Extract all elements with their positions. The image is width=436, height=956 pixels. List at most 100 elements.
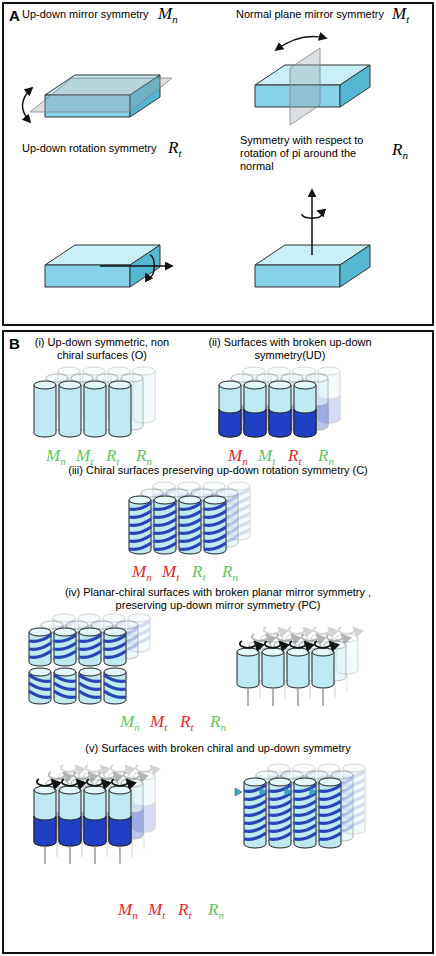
rotation-axis [100, 265, 172, 267]
helix-stripe [79, 651, 101, 657]
cylinder-top [154, 496, 176, 504]
cylinder-body [219, 385, 241, 437]
symmetry-symbol: Rn [392, 140, 408, 165]
cylinder-top [269, 778, 291, 786]
figure-group [29, 628, 126, 666]
spin-arrow [327, 634, 343, 641]
helix-stripe [129, 511, 151, 517]
caption-text: (iv) Planar-chiral surfaces with broken … [40, 586, 396, 612]
helix-stripe [178, 497, 200, 503]
helix-tip [285, 788, 292, 796]
helix-stripe [319, 793, 341, 799]
spin-arrow [290, 641, 306, 648]
stick [247, 688, 249, 706]
cylinder-top [204, 496, 226, 504]
caption-text: (ii) Surfaces with broken up-down symmet… [205, 336, 375, 362]
figure-group [34, 779, 131, 864]
figure-group [22, 37, 370, 288]
rotation-arrow [146, 255, 154, 277]
cylinder-top [237, 648, 259, 656]
spin-arrow [112, 779, 128, 786]
symmetry-symbol: Rn [222, 562, 238, 587]
cylinder-body [319, 782, 341, 848]
helix-stripe [103, 629, 125, 635]
spin-arrow [61, 765, 77, 772]
figure-group [34, 381, 131, 437]
helix-stripe [269, 825, 291, 831]
helix-stripe [153, 497, 175, 503]
cylinder-body [179, 500, 201, 554]
cylinder-top [104, 668, 126, 676]
symmetry-symbol: Mt [148, 900, 165, 925]
cylinder-body [294, 385, 316, 437]
symmetry-symbol: Mn [132, 562, 152, 587]
cylinder-top [219, 381, 241, 389]
helix-stripe [269, 801, 291, 807]
helix-stripe [269, 817, 291, 823]
helix-stripe [78, 629, 100, 635]
cylinder-top [179, 496, 201, 504]
helix-stripe [319, 833, 341, 839]
cylinder-top [54, 628, 76, 636]
cylinder-body [34, 385, 56, 437]
cylinder-top [294, 778, 316, 786]
caption-text: Up-down mirror symmetry [22, 8, 149, 21]
helix-stripe [104, 651, 126, 657]
cylinder-body [109, 790, 131, 846]
helix-stripe [154, 511, 176, 517]
cylinder-bottom-half [244, 409, 266, 437]
cylinder-top [84, 786, 106, 794]
helix-stripe [129, 535, 151, 541]
spin-arrow [37, 779, 53, 786]
cylinder-body [79, 672, 101, 704]
rotation-arrow [302, 211, 322, 218]
stick [94, 846, 96, 864]
helix-stripe [54, 643, 76, 649]
cylinder-bottom-half [294, 409, 316, 437]
helix-stripe [268, 779, 290, 785]
panel-letter: B [9, 335, 20, 352]
cylinder-top [79, 628, 101, 636]
cylinder-bottom-half [59, 816, 81, 846]
mirror-plane [30, 78, 172, 112]
symmetry-symbol: Mn [46, 446, 66, 471]
cylinder-bottom-half [109, 816, 131, 846]
cylinder-body [244, 782, 266, 848]
cylinder-body [287, 652, 309, 688]
curved-arrow [22, 88, 32, 122]
helix-stripe [244, 809, 266, 815]
stick [272, 688, 274, 706]
spin-arrow [302, 634, 318, 641]
helix-stripe [154, 519, 176, 525]
cylinder-body [294, 782, 316, 848]
stick [297, 688, 299, 706]
helix-stripe [294, 809, 316, 815]
helix-stripe [104, 691, 126, 697]
stick [119, 846, 121, 864]
helix-stripe [79, 643, 101, 649]
spin-arrow [124, 772, 140, 779]
helix-stripe [129, 519, 151, 525]
helix-stripe [179, 519, 201, 525]
cylinder-body [54, 672, 76, 704]
spin-arrow [86, 765, 102, 772]
cylinder-top [244, 778, 266, 786]
cylinder-top [34, 381, 56, 389]
helix-stripe [79, 683, 101, 689]
helix-tip [310, 788, 317, 796]
helix-stripe [319, 809, 341, 815]
symmetry-symbol: Rn [210, 712, 226, 737]
helix-stripe [29, 643, 51, 649]
cylinder-top [59, 381, 81, 389]
figure-group [58, 765, 155, 850]
helix-stripe [204, 527, 226, 533]
helix-stripe [294, 817, 316, 823]
spin-arrow [252, 634, 268, 641]
helix-stripe [104, 683, 126, 689]
spin-arrow [265, 641, 281, 648]
cylinder-body [244, 385, 266, 437]
helix-stripe [294, 825, 316, 831]
panel-frame: A [2, 2, 434, 326]
cylinder-top [262, 648, 284, 656]
